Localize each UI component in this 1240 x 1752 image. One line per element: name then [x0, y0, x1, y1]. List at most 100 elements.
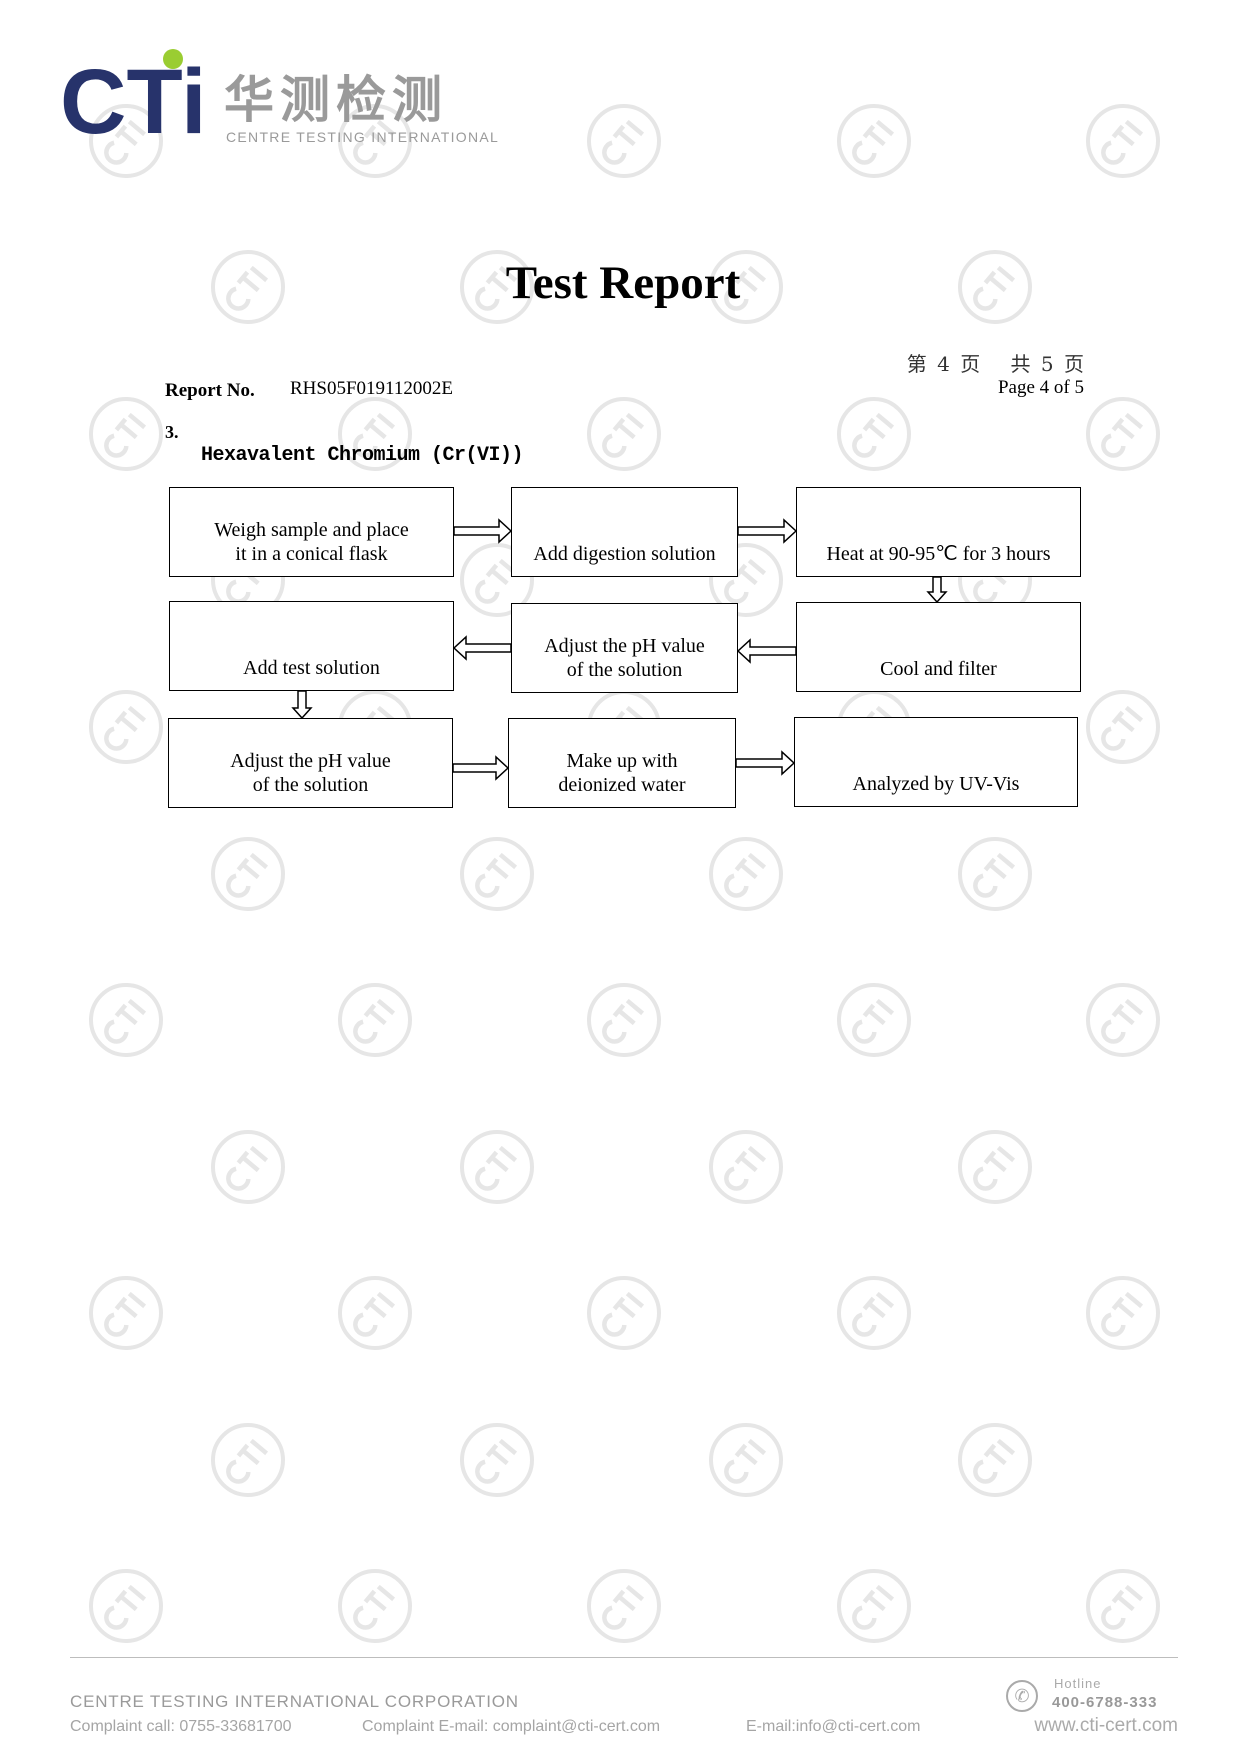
flow-step-text: Add test solution: [243, 656, 380, 680]
watermark-seal: [338, 1276, 412, 1350]
flow-step-line1: Adjust the pH value: [230, 750, 391, 772]
watermark-lettering: [973, 852, 1016, 898]
arrow-icon: [452, 635, 512, 661]
watermark-lettering: [226, 1438, 269, 1484]
watermark-seal: [1086, 104, 1160, 178]
watermark-lettering: [353, 412, 396, 458]
watermark-lettering: [602, 119, 645, 165]
flow-step: Add digestion solution: [511, 487, 738, 577]
watermark-seal: [709, 837, 783, 911]
watermark-lettering: [724, 558, 767, 604]
footer-company: CENTRE TESTING INTERNATIONAL CORPORATION: [70, 1692, 519, 1711]
watermark-lettering: [724, 1438, 767, 1484]
flow-step-line2: it in a conical flask: [235, 543, 388, 565]
watermark-lettering: [973, 265, 1016, 311]
watermark-lettering: [1101, 119, 1144, 165]
flow-step-text: Analyzed by UV-Vis: [853, 772, 1020, 796]
flow-step: Cool and filter: [796, 602, 1081, 692]
flow-step-text: Heat at 90-95℃ for 3 hours: [826, 542, 1050, 566]
watermark-seal: [587, 1569, 661, 1643]
watermark-lettering: [353, 1584, 396, 1630]
watermark-lettering: [852, 998, 895, 1044]
footer-complaint-call: Complaint call: 0755-33681700: [70, 1718, 292, 1735]
watermark-lettering: [104, 998, 147, 1044]
watermark-seal: [958, 250, 1032, 324]
watermark-lettering: [353, 119, 396, 165]
watermark-seal: [211, 1423, 285, 1497]
logo-chinese-name: 华测检测: [224, 71, 448, 129]
watermark-lettering: [104, 1291, 147, 1337]
watermark-lettering: [475, 558, 518, 604]
watermark-lettering: [475, 852, 518, 898]
watermark-seal: [1086, 397, 1160, 471]
watermark-seal: [958, 1130, 1032, 1204]
flow-step-line1: Add test solution: [243, 657, 380, 679]
logo-dot: [163, 49, 183, 69]
watermark-lettering: [226, 852, 269, 898]
watermark-lettering: [1101, 1584, 1144, 1630]
flow-step-line1: Weigh sample and place: [214, 519, 409, 541]
watermark-seal: [709, 1130, 783, 1204]
watermark-lettering: [353, 998, 396, 1044]
watermark-seal: [837, 1276, 911, 1350]
report-no-label: Report No.: [165, 380, 255, 401]
watermark-seal: [460, 1130, 534, 1204]
arrow-icon: [926, 576, 948, 604]
watermark-seal: [837, 983, 911, 1057]
watermark-seal: [587, 983, 661, 1057]
logo-english-name: CENTRE TESTING INTERNATIONAL: [226, 129, 500, 145]
watermark-lettering: [724, 852, 767, 898]
watermark-lettering: [353, 1291, 396, 1337]
flow-step-line2: of the solution: [566, 659, 683, 681]
section-number: 3.: [165, 422, 179, 442]
watermark-lettering: [852, 412, 895, 458]
watermark-lettering: [602, 998, 645, 1044]
watermark-seal: [1086, 1569, 1160, 1643]
arrow-icon: [453, 518, 513, 544]
watermark-lettering: [475, 265, 518, 311]
flow-step-line2: of the solution: [252, 774, 369, 796]
watermark-seal: [460, 837, 534, 911]
page-title: Test Report: [505, 257, 741, 309]
watermark-seal: [709, 543, 783, 617]
watermark-lettering: [104, 1584, 147, 1630]
flow-step-line1: Cool and filter: [880, 658, 997, 680]
flow-step-line1: Heat at 90-95℃ for 3 hours: [826, 543, 1051, 565]
watermark-seal: [338, 1569, 412, 1643]
watermark-lettering: [1101, 1291, 1144, 1337]
arrow-icon: [452, 755, 510, 781]
watermark-lettering: [475, 1145, 518, 1191]
watermark-seal: [89, 690, 163, 764]
flow-step-line2: deionized water: [558, 774, 686, 796]
watermark-seal: [89, 1276, 163, 1350]
watermark-lettering: [602, 412, 645, 458]
watermark-lettering: [724, 1145, 767, 1191]
watermark-seal: [338, 983, 412, 1057]
watermark-seal: [338, 397, 412, 471]
watermark-lettering: [973, 1438, 1016, 1484]
watermark-lettering: [602, 1291, 645, 1337]
footer-email: E-mail:info@cti-cert.com: [746, 1718, 921, 1735]
flow-step: Heat at 90-95℃ for 3 hours: [796, 487, 1081, 577]
arrow-icon: [735, 750, 796, 776]
watermark-lettering: [973, 1145, 1016, 1191]
watermark-lettering: [226, 265, 269, 311]
flow-arrows: [291, 518, 948, 781]
flow-step-line1: Add digestion solution: [533, 543, 716, 565]
watermark-lettering: [602, 1584, 645, 1630]
watermark-seal: [89, 397, 163, 471]
watermark-lettering: [104, 705, 147, 751]
arrow-icon: [736, 638, 797, 664]
watermark-seal: [709, 250, 783, 324]
flow-step-text: Cool and filter: [880, 657, 997, 681]
watermark-seal: [89, 983, 163, 1057]
watermark-seal: [837, 397, 911, 471]
watermark-seal: [460, 1423, 534, 1497]
watermark-lettering: [852, 1291, 895, 1337]
